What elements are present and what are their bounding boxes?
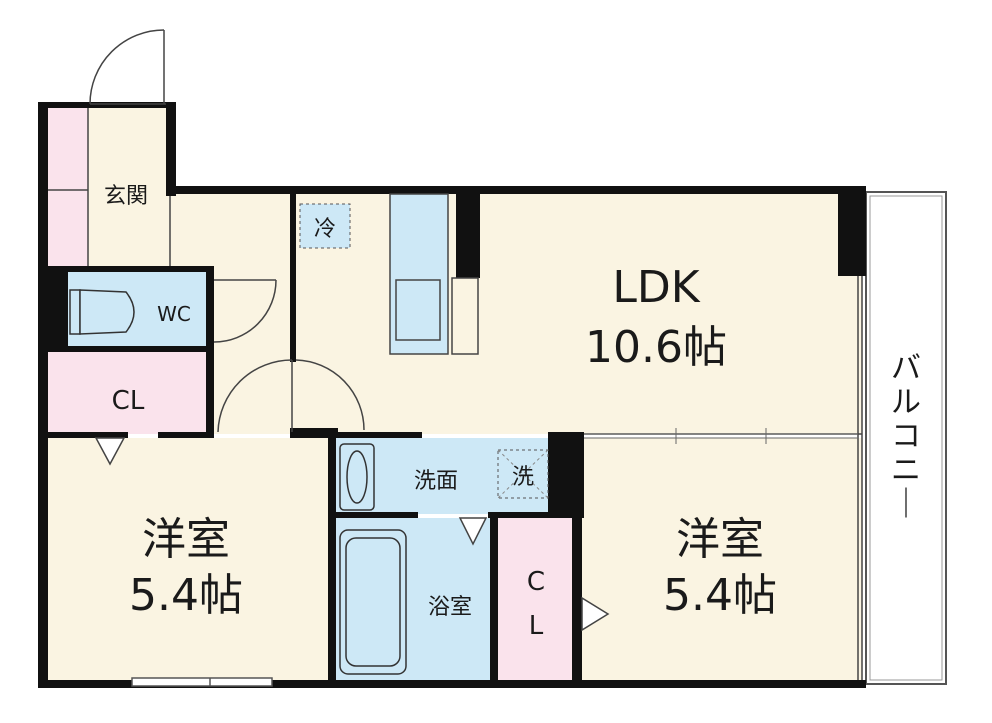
washer-label: 洗 <box>512 465 534 490</box>
toilet-label: WC <box>157 302 191 326</box>
western-left-name-label: 洋室 <box>142 514 230 565</box>
closet-hall-floor <box>46 350 206 434</box>
closet-mid-label-c: C <box>527 567 545 597</box>
window <box>131 677 273 687</box>
western-right-floor <box>580 438 862 682</box>
closet-hall-label: CL <box>112 386 145 416</box>
toilet-icon <box>69 289 135 335</box>
ldk-size-label: 10.6帖 <box>585 322 727 373</box>
washer-icon: 洗 <box>497 449 549 499</box>
balcony-label-char: ニ <box>891 453 921 488</box>
balcony-label: バルコニ｜ <box>891 351 921 522</box>
entrance-tile <box>46 106 88 268</box>
bathroom-label: 浴室 <box>428 595 472 620</box>
toilet-door <box>213 279 277 343</box>
washbasin-icon <box>339 443 375 511</box>
ldk-door <box>217 359 365 433</box>
balcony-label-char: バ <box>891 351 921 386</box>
balcony-rail <box>869 195 943 681</box>
closet-mid-floor <box>498 518 574 682</box>
balcony-area <box>865 191 947 685</box>
western-right-size-label: 5.4帖 <box>663 570 777 621</box>
bathtub-icon <box>339 529 407 675</box>
fridge-icon: 冷 <box>299 203 351 249</box>
western-right-name-label: 洋室 <box>676 514 764 565</box>
balcony-label-char: ル <box>891 385 921 420</box>
closet-mid-label-l: L <box>529 611 544 641</box>
ldk-floor <box>292 192 862 434</box>
balcony-label-char: ｜ <box>891 487 921 522</box>
entrance-label: 玄関 <box>104 184 148 209</box>
entrance-door <box>89 29 166 105</box>
kitchen-counter <box>389 193 479 355</box>
balcony-label-char: コ <box>891 419 921 454</box>
western-left-floor <box>46 438 328 682</box>
fridge-label: 冷 <box>314 217 336 242</box>
ldk-name-label: LDK <box>612 262 700 313</box>
western-left-size-label: 5.4帖 <box>129 570 243 621</box>
washroom-label: 洗面 <box>414 469 458 494</box>
